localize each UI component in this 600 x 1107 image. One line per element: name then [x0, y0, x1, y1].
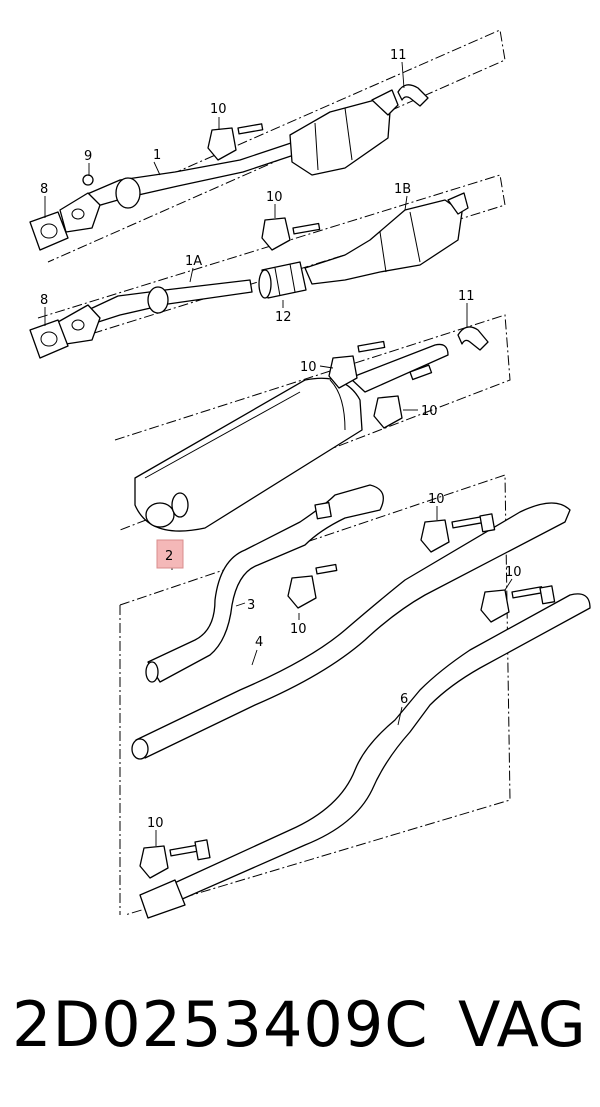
- clamp-12: [258, 261, 307, 299]
- pipe-4: [131, 502, 571, 760]
- catalytic-converter-1b: [304, 192, 469, 285]
- catalytic-converter-1: [289, 89, 399, 176]
- label-9: 9: [84, 149, 92, 164]
- label-10-d: 10: [421, 404, 438, 419]
- part-number: 2D0253409C: [12, 988, 429, 1061]
- label-2: 2: [165, 549, 173, 564]
- highlight-part-2: [156, 539, 184, 569]
- front-pipe-1a: [57, 279, 253, 345]
- label-12: 12: [275, 310, 292, 325]
- label-10-e: 10: [290, 622, 307, 637]
- gasket-8-lower: [29, 319, 69, 359]
- label-10-g: 10: [505, 565, 522, 580]
- label-10-h: 10: [147, 816, 164, 831]
- hanger-10-b: [261, 217, 321, 251]
- label-10-a: 10: [210, 102, 227, 117]
- hanger-10-e: [287, 501, 338, 609]
- part-labels: 1 11 10 9 8 1B 10 1A 8 12 11 10 10 2 3 1…: [40, 48, 522, 831]
- label-1a: 1A: [185, 254, 202, 269]
- pipe-3: [145, 484, 384, 683]
- label-1b: 1B: [394, 182, 411, 197]
- hanger-10-c: [328, 340, 386, 389]
- clamp-11-upper: [397, 84, 429, 107]
- label-11-lower: 11: [458, 289, 475, 304]
- pipe-6: [139, 593, 591, 919]
- silencer-2: [134, 343, 449, 532]
- label-6: 6: [400, 692, 408, 707]
- caption-bar: 2D0253409C VAG: [0, 985, 600, 1065]
- gasket-8-upper: [29, 211, 69, 251]
- label-8-lower: 8: [40, 293, 48, 308]
- hanger-10-f: [420, 513, 496, 553]
- label-3: 3: [247, 598, 255, 613]
- hanger-10-d: [373, 395, 403, 429]
- hanger-10-a: [207, 123, 264, 161]
- nut-9: [82, 174, 94, 186]
- label-10-f: 10: [428, 492, 445, 507]
- label-1: 1: [153, 148, 161, 163]
- label-8-upper: 8: [40, 182, 48, 197]
- label-10-b: 10: [266, 190, 283, 205]
- clamp-11-lower: [457, 326, 489, 351]
- label-4: 4: [255, 635, 263, 650]
- label-11-upper: 11: [390, 48, 407, 63]
- brand-name: VAG: [458, 988, 586, 1061]
- hanger-10-h: [139, 839, 211, 879]
- hanger-10-g: [480, 585, 556, 623]
- label-10-c: 10: [300, 360, 317, 375]
- front-pipe-1: [59, 139, 304, 233]
